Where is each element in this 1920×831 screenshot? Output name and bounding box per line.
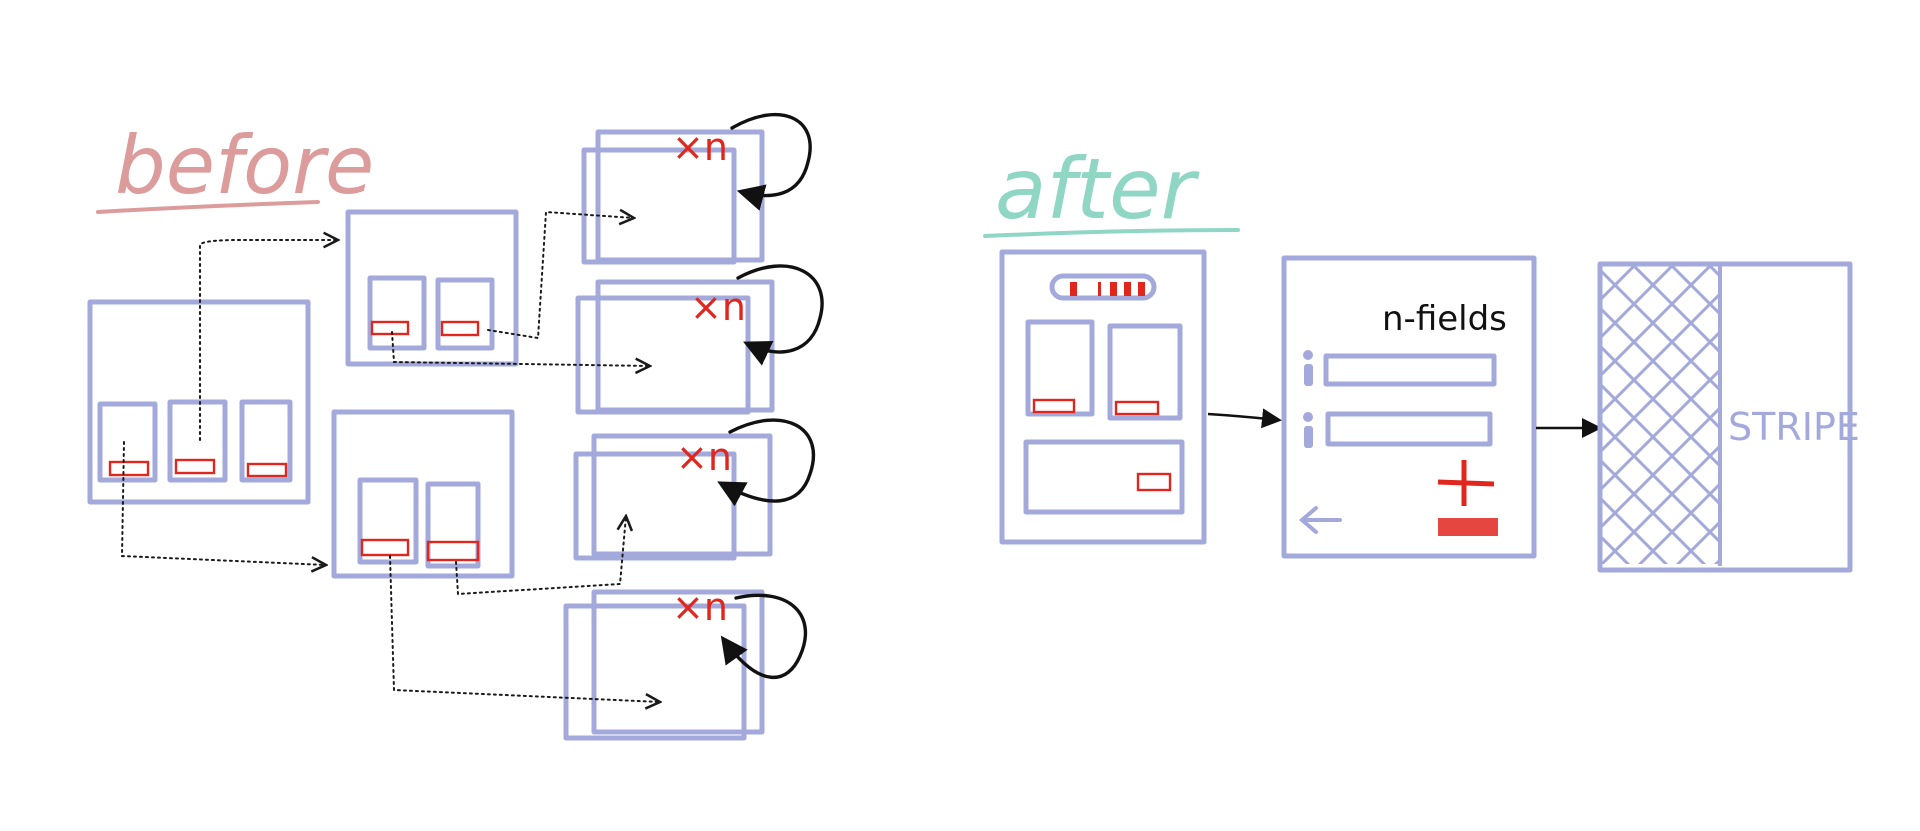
detail-3-repeat-label: ×n xyxy=(676,435,732,479)
field-2-user-icon-head xyxy=(1303,412,1313,422)
form-back-arrow-icon xyxy=(1298,506,1342,534)
main-card-2-button xyxy=(174,458,216,475)
before-underline xyxy=(96,200,320,214)
main-card-2 xyxy=(167,399,228,483)
nav-main-to-subpage-a xyxy=(199,240,338,441)
detail-4-back xyxy=(591,589,765,735)
detail-2-repeat-label: ×n xyxy=(690,285,746,329)
after-stripe-page: STRIPE xyxy=(1597,261,1860,573)
single-page-card-1-button xyxy=(1032,398,1076,414)
before-subpage-a xyxy=(345,209,519,367)
arrow-to-form xyxy=(1207,408,1282,429)
subpage-a-frame xyxy=(345,209,519,367)
after-single-page xyxy=(999,249,1207,545)
field-1-input xyxy=(1323,353,1497,387)
form-title: n-fields xyxy=(1382,299,1507,339)
detail-3-back xyxy=(591,433,773,557)
filter-chip-4 xyxy=(1124,282,1131,296)
detail-2-loop-arrow xyxy=(736,264,824,366)
field-1-user-icon xyxy=(1304,364,1313,386)
filter-chip-2 xyxy=(1098,282,1101,296)
single-page-card-1 xyxy=(1025,319,1095,417)
field-2-input xyxy=(1325,411,1493,447)
subpage-b-frame xyxy=(331,409,515,579)
nav-subpage-b-to-detail-3 xyxy=(455,516,626,596)
subpage-b-card-1 xyxy=(357,477,419,565)
detail-page-2: ×n xyxy=(575,264,824,415)
form-page-frame xyxy=(1281,255,1537,559)
subpage-a-button-1 xyxy=(370,320,410,336)
main-card-1-button xyxy=(108,460,150,477)
single-page-card-2-button xyxy=(1114,400,1160,416)
detail-4-loop-arrow xyxy=(720,593,807,680)
subpage-b-button-1 xyxy=(360,538,410,557)
subpage-a-card-1 xyxy=(367,275,427,351)
add-field-plus-icon xyxy=(1437,460,1495,506)
form-field-2 xyxy=(1303,411,1493,448)
form-field-1 xyxy=(1303,350,1497,387)
after-title: after xyxy=(995,140,1200,238)
single-page-panel-button xyxy=(1136,472,1172,492)
filter-chip-3 xyxy=(1110,282,1117,296)
nav-subpage-a-to-detail-2 xyxy=(391,331,650,366)
before-title: before xyxy=(115,119,374,212)
detail-1-repeat-label: ×n xyxy=(672,125,728,169)
detail-3-loop-arrow xyxy=(717,418,816,507)
field-1-user-icon-head xyxy=(1303,350,1313,360)
filter-chip-5 xyxy=(1138,282,1145,296)
subpage-b-button-2 xyxy=(426,540,480,562)
detail-page-1: ×n xyxy=(581,112,812,265)
filter-chips xyxy=(1070,282,1145,296)
filter-chip-1 xyxy=(1070,282,1077,296)
main-card-1 xyxy=(97,401,158,483)
detail-1-loop-arrow xyxy=(730,112,812,211)
field-2-user-icon xyxy=(1304,426,1313,448)
single-page-panel xyxy=(1023,439,1185,515)
detail-page-4: ×n xyxy=(563,585,807,741)
after-section: after n-fields xyxy=(983,140,1860,573)
stripe-label: STRIPE xyxy=(1728,405,1860,449)
subpage-b-card-2 xyxy=(425,481,481,569)
stripe-hatched-area xyxy=(1602,266,1720,564)
before-subpage-b xyxy=(331,409,515,579)
nav-subpage-a-to-detail-1 xyxy=(487,212,634,340)
after-form-page: n-fields xyxy=(1281,255,1537,559)
nav-subpage-b-to-detail-4 xyxy=(389,555,660,702)
detail-page-3: ×n xyxy=(573,418,816,561)
main-card-3-button xyxy=(246,462,288,478)
single-page-filter-bar xyxy=(1049,273,1157,301)
main-card-3 xyxy=(239,399,293,483)
detail-4-repeat-label: ×n xyxy=(672,585,728,629)
nav-main-to-subpage-b xyxy=(120,441,326,565)
stripe-page-frame xyxy=(1597,261,1853,573)
detail-4-front xyxy=(563,603,747,741)
subpage-a-card-2 xyxy=(435,277,495,351)
single-page-card-2 xyxy=(1107,323,1183,421)
single-page-frame xyxy=(999,249,1207,545)
form-submit-button xyxy=(1438,518,1498,536)
after-underline xyxy=(983,228,1240,238)
detail-1-front xyxy=(581,147,737,265)
before-section: before xyxy=(87,112,824,741)
subpage-a-button-2 xyxy=(440,320,480,337)
